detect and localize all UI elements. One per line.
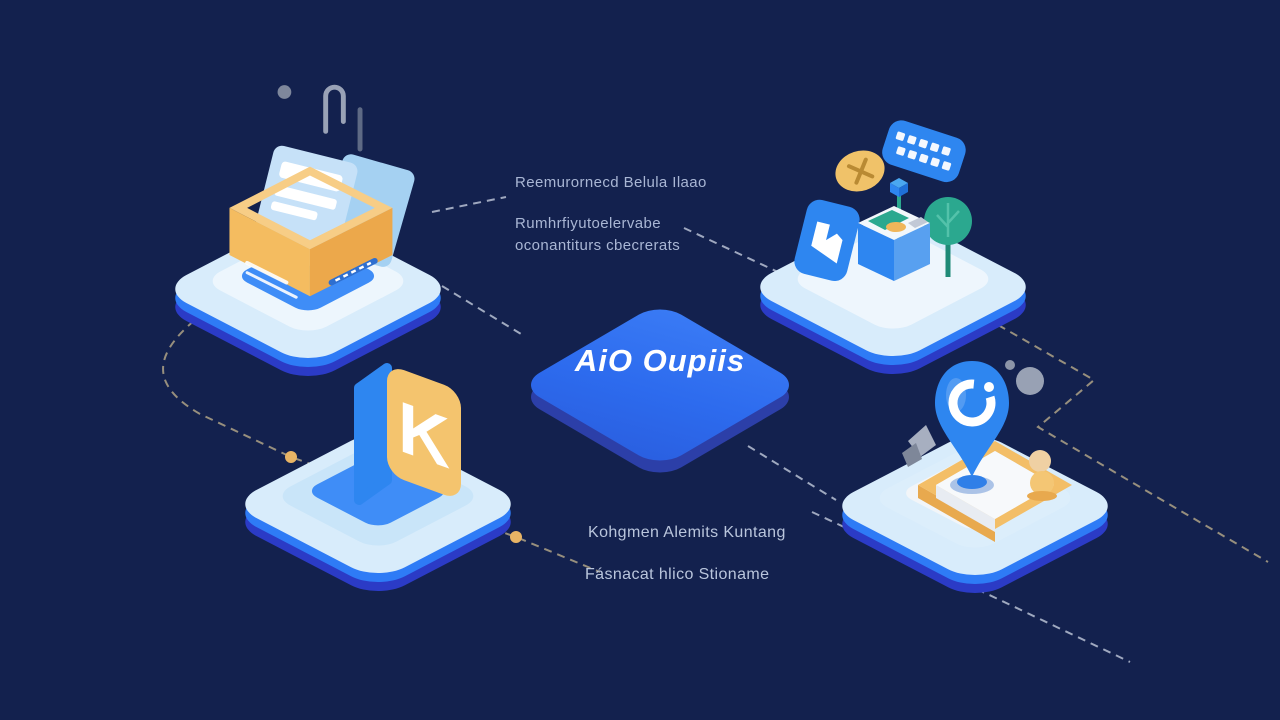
paperclip-icon: [323, 84, 346, 134]
annotation-top-line3: oconantiturs cbecrerats: [515, 237, 681, 254]
tree-icon: [924, 197, 972, 277]
close-ellipse-icon: [835, 150, 885, 192]
bell-base: [1027, 491, 1057, 501]
rock-icon: [902, 443, 922, 467]
connector-topleft-stub: [431, 196, 507, 213]
location-pin-icon: [935, 361, 1009, 494]
connector-dot: [510, 531, 522, 543]
diamond-face: [518, 302, 802, 468]
decor-blob: [1016, 367, 1044, 395]
workspace-scene-icon: [794, 120, 972, 282]
bell-icon: [1030, 471, 1054, 495]
tile-front-face: K: [387, 369, 461, 496]
annotation-bottom-line1: Kohgmen Alemits Kuntang: [588, 524, 786, 541]
app-tile-icon: [794, 199, 860, 282]
decor-dot: [277, 85, 292, 99]
connector-diamond-to-bottomright: [747, 445, 837, 501]
annotation-bottom-line2: Fásnacat hlico Stioname: [585, 566, 770, 583]
keycap-badge-icon: [882, 120, 966, 183]
connector-right-loop: [985, 317, 1269, 563]
ball-icon: [1029, 450, 1051, 472]
central-diamond-node: AiO Oupiis: [518, 285, 802, 485]
k-letter-tile-icon: K: [354, 363, 461, 505]
decor-dot: [1005, 360, 1015, 370]
connector-topleft-to-diamond: [441, 285, 522, 335]
tile-side-face: [354, 363, 392, 505]
map-pin-icon: [902, 360, 1072, 542]
central-diamond-label: AiO Oupiis: [574, 343, 746, 378]
connector-left-loop: [162, 311, 601, 573]
connector-text-to-topright: [683, 227, 779, 273]
annotation-top-block: Rumhrfiyutoelervabe oconantiturs cbecrer…: [515, 213, 680, 257]
map-box-icon: [858, 206, 930, 281]
k-letter: K: [398, 385, 450, 484]
connector-dot: [285, 451, 297, 463]
annotation-top-line1: Reemurornecd Belula Ilaao: [515, 174, 707, 191]
yellow-box-icon: [229, 166, 393, 299]
document-box-icon: [229, 84, 415, 299]
annotation-top-line2: Rumhrfiyutoelervabe: [515, 215, 661, 232]
